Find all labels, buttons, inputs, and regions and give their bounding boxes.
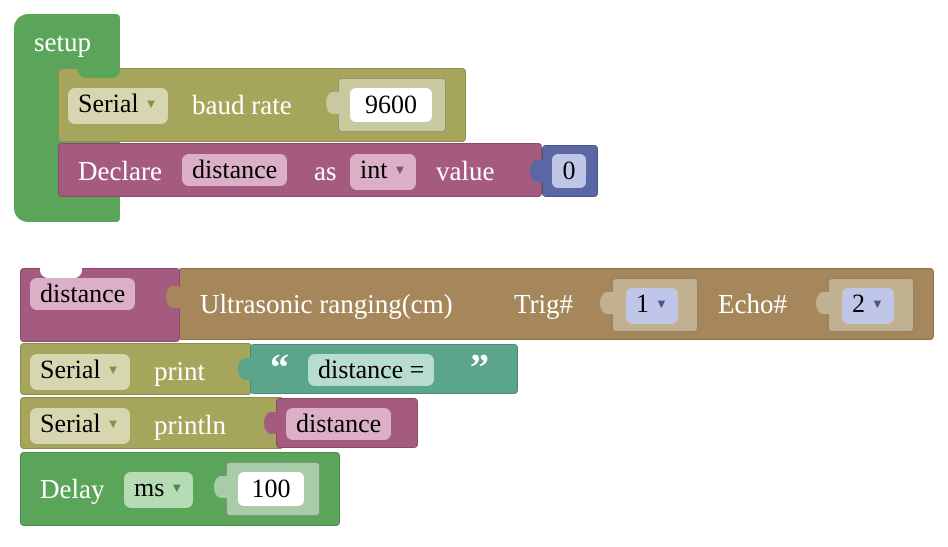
type-dropdown-value: int [360, 155, 388, 184]
serial-dropdown[interactable]: Serial ▼ [30, 354, 130, 390]
open-quote-icon: “ [270, 347, 289, 389]
variable-name-field[interactable]: distance [286, 408, 392, 440]
baud-rate-label: baud rate [192, 90, 292, 120]
echo-pin-dropdown[interactable]: 2▼ [842, 288, 894, 324]
echo-pin-value: 2 [852, 289, 865, 318]
socket-tab [600, 292, 614, 314]
block-notch [40, 268, 82, 278]
block-notch [78, 68, 120, 78]
delay-unit-dropdown[interactable]: ms ▼ [124, 472, 194, 508]
serial-dropdown-value: Serial [78, 89, 139, 118]
dropdown-arrow-icon: ▼ [106, 416, 120, 431]
value-label: value [436, 156, 495, 186]
trig-pin-value: 1 [636, 289, 649, 318]
socket-tab [530, 160, 544, 182]
dropdown-arrow-icon: ▼ [144, 96, 158, 111]
socket-tab [816, 292, 830, 314]
variable-name-field[interactable]: distance [182, 154, 288, 186]
trig-pin-dropdown[interactable]: 1▼ [626, 288, 678, 324]
as-label: as [314, 156, 337, 186]
socket-tab [214, 476, 228, 498]
delay-label: Delay [40, 474, 105, 504]
serial-dropdown-value: Serial [40, 355, 101, 384]
variable-name-field[interactable]: distance [30, 278, 136, 310]
socket-tab [166, 286, 180, 308]
serial-dropdown-value: Serial [40, 409, 101, 438]
delay-unit-value: ms [134, 473, 165, 502]
serial-dropdown[interactable]: Serial ▼ [30, 408, 130, 444]
socket-tab [238, 358, 252, 380]
text-field[interactable]: distance = [308, 354, 435, 386]
type-dropdown[interactable]: int ▼ [350, 154, 417, 190]
print-label: print [154, 356, 205, 386]
dropdown-arrow-icon: ▼ [871, 296, 884, 311]
declare-variable-block[interactable] [58, 143, 542, 197]
setup-block-bottom-arm [14, 196, 120, 222]
close-quote-icon: ” [470, 347, 489, 389]
println-label: println [154, 410, 226, 440]
declare-label: Declare [78, 156, 162, 186]
socket-tab [326, 92, 340, 114]
number-input[interactable]: 0 [552, 154, 586, 188]
dropdown-arrow-icon: ▼ [170, 480, 184, 495]
trig-label: Trig# [514, 289, 574, 319]
delay-value-input[interactable]: 100 [238, 472, 304, 506]
baud-rate-input[interactable]: 9600 [350, 88, 432, 122]
dropdown-arrow-icon: ▼ [106, 362, 120, 377]
echo-label: Echo# [718, 289, 787, 319]
setup-label: setup [34, 27, 91, 57]
dropdown-arrow-icon: ▼ [393, 162, 407, 177]
dropdown-arrow-icon: ▼ [655, 296, 668, 311]
ultrasonic-label: Ultrasonic ranging(cm) [200, 289, 453, 319]
serial-dropdown[interactable]: Serial ▼ [68, 88, 168, 124]
socket-tab [264, 412, 278, 434]
